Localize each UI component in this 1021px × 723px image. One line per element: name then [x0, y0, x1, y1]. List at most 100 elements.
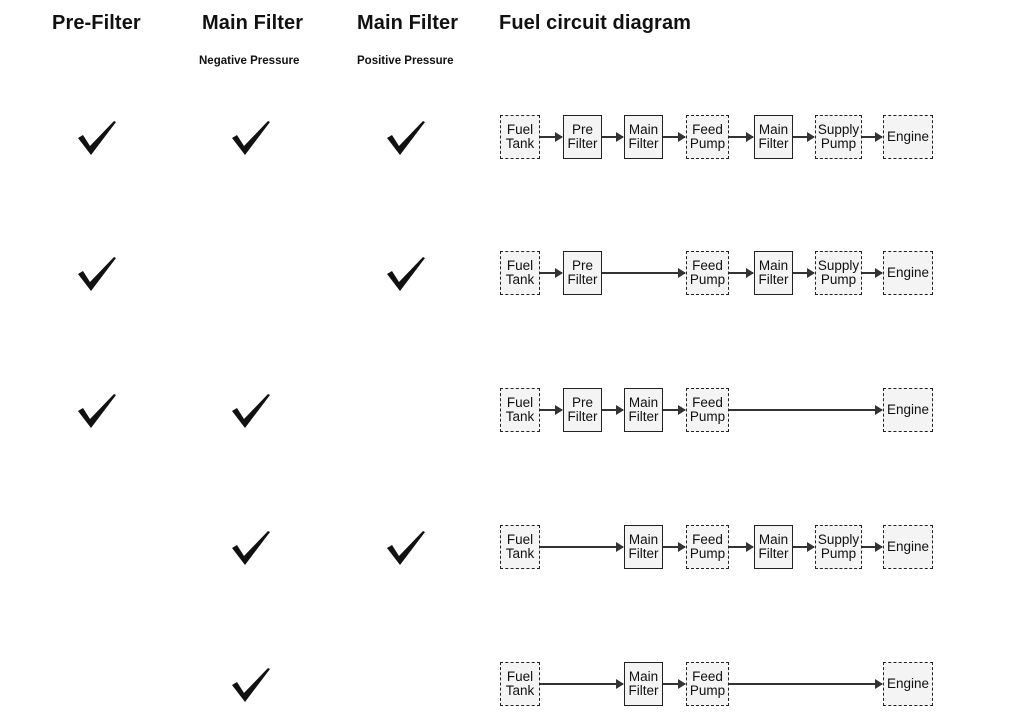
- check-main-negative-icon: [231, 391, 271, 429]
- component-label: Pump: [689, 546, 726, 561]
- component-label: Engine: [886, 539, 930, 554]
- component-label: Feed: [692, 532, 723, 547]
- component-label: Pre: [571, 122, 593, 137]
- component-label: Filter: [628, 409, 659, 424]
- header-main-filter-positive: Main Filter: [357, 12, 459, 34]
- checkmark-icon: [232, 668, 270, 702]
- component-label: Pump: [689, 272, 726, 287]
- check-pre-filter-icon: [77, 254, 117, 292]
- checkmark-icon: [232, 121, 270, 155]
- flow-arrow: [793, 268, 815, 278]
- flow-arrow: [663, 679, 686, 689]
- flow-arrow: [602, 268, 686, 278]
- component-label: Filter: [758, 136, 789, 151]
- component-label: Engine: [886, 265, 930, 280]
- flow-arrow: [602, 132, 624, 142]
- component-label: Pre: [571, 395, 593, 410]
- component-label: Pump: [820, 272, 857, 287]
- component-label: Engine: [886, 402, 930, 417]
- component-label: Engine: [886, 129, 930, 144]
- header-pre-filter: Pre-Filter: [52, 12, 141, 34]
- component-label: Filter: [567, 136, 598, 151]
- checkmark-icon: [232, 394, 270, 428]
- flow-arrow: [663, 542, 686, 552]
- flow-arrow: [729, 132, 754, 142]
- component-label: Main: [628, 395, 659, 410]
- flow-arrow: [862, 542, 883, 552]
- component-label: Filter: [758, 546, 789, 561]
- checkmark-icon: [78, 257, 116, 291]
- component-label: Fuel: [506, 532, 534, 547]
- checkmark-icon: [78, 394, 116, 428]
- component-label: Pump: [820, 546, 857, 561]
- check-main-negative-icon: [231, 665, 271, 703]
- component-label: Supply: [817, 258, 860, 273]
- header-fuel-circuit-diagram: Fuel circuit diagram: [499, 12, 692, 34]
- component-label: Supply: [817, 122, 860, 137]
- component-label: Feed: [692, 122, 723, 137]
- component-engine: Engine: [883, 525, 933, 569]
- component-label: Pump: [689, 409, 726, 424]
- check-main-positive-icon: [386, 528, 426, 566]
- component-label: Filter: [628, 546, 659, 561]
- component-label: Main: [628, 669, 659, 684]
- check-pre-filter-icon: [77, 391, 117, 429]
- component-label: Main: [628, 532, 659, 547]
- component-label: Pump: [820, 136, 857, 151]
- flow-arrow: [540, 405, 563, 415]
- check-main-negative-icon: [231, 118, 271, 156]
- component-label: Fuel: [506, 258, 534, 273]
- component-label: Fuel: [506, 395, 534, 410]
- flow-arrow: [793, 542, 815, 552]
- check-main-positive-icon: [386, 118, 426, 156]
- checkmark-icon: [78, 121, 116, 155]
- component-engine: Engine: [883, 662, 933, 706]
- component-label: Feed: [692, 258, 723, 273]
- component-label: Tank: [505, 136, 535, 151]
- component-label: Main: [758, 532, 789, 547]
- checkmark-icon: [387, 257, 425, 291]
- component-label: Tank: [505, 546, 535, 561]
- component-label: Feed: [692, 395, 723, 410]
- component-label: Pump: [689, 683, 726, 698]
- flow-arrow: [793, 132, 815, 142]
- component-label: Main: [628, 122, 659, 137]
- check-pre-filter-icon: [77, 118, 117, 156]
- check-main-negative-icon: [231, 528, 271, 566]
- flow-arrow: [729, 405, 883, 415]
- flow-arrow: [663, 405, 686, 415]
- subheader-negative-pressure: Negative Pressure: [199, 55, 300, 67]
- checkmark-icon: [387, 121, 425, 155]
- component-label: Feed: [692, 669, 723, 684]
- component-label: Fuel: [506, 122, 534, 137]
- flow-arrow: [862, 268, 883, 278]
- component-label: Tank: [505, 683, 535, 698]
- flow-arrow: [729, 542, 754, 552]
- flow-arrow: [862, 132, 883, 142]
